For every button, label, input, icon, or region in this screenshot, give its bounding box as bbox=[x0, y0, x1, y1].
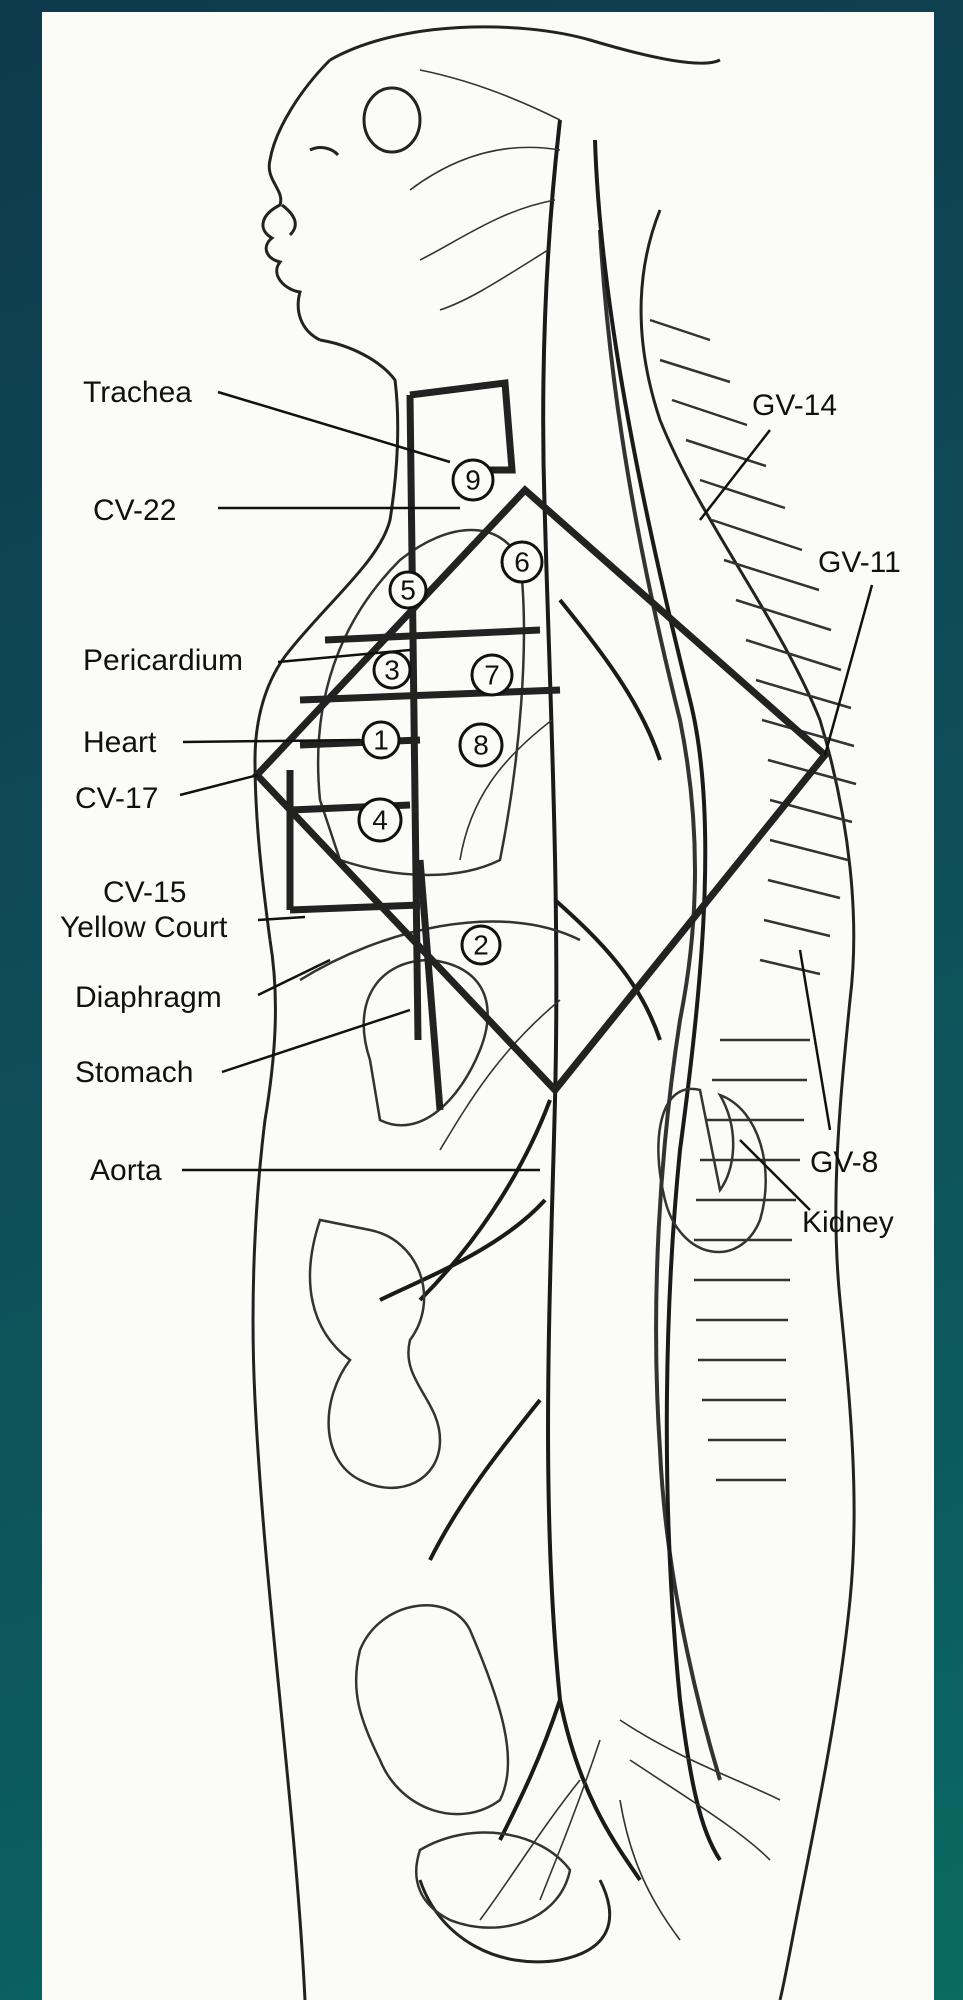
region-number-3: 3 bbox=[384, 655, 400, 686]
intestine-outline bbox=[310, 1220, 440, 1488]
region-number-9: 9 bbox=[465, 465, 481, 496]
stomach-leader bbox=[222, 1010, 410, 1072]
label-gv14: GV-14 bbox=[752, 389, 837, 422]
region-number-2: 2 bbox=[473, 930, 489, 961]
yellow-court-leader bbox=[258, 917, 305, 920]
region-number-1: 1 bbox=[373, 725, 389, 756]
region-number-7: 7 bbox=[484, 660, 500, 691]
body-outline bbox=[253, 27, 854, 2000]
region-number-8: 8 bbox=[473, 730, 489, 761]
region-number-4: 4 bbox=[372, 805, 388, 836]
label-gv8: GV-8 bbox=[810, 1146, 878, 1179]
label-pericardium: Pericardium bbox=[83, 644, 243, 677]
diamond-frame bbox=[257, 490, 825, 1090]
label-kidney: Kidney bbox=[802, 1206, 894, 1239]
gv14-leader bbox=[700, 430, 770, 520]
label-gv11: GV-11 bbox=[818, 546, 901, 579]
diaphragm-leader bbox=[258, 960, 330, 995]
label-heart: Heart bbox=[83, 726, 157, 759]
region-number-5: 5 bbox=[400, 575, 416, 606]
label-trachea: Trachea bbox=[83, 376, 192, 409]
label-cv15: CV-15 bbox=[103, 876, 186, 909]
nerve-branches bbox=[410, 70, 780, 1940]
label-cv22: CV-22 bbox=[93, 494, 176, 527]
label-stomach: Stomach bbox=[75, 1056, 193, 1089]
gv11-leader bbox=[825, 585, 872, 755]
region-markers bbox=[359, 460, 542, 964]
label-diaphragm: Diaphragm bbox=[75, 981, 222, 1014]
region-number-6: 6 bbox=[514, 547, 530, 578]
label-aorta: Aorta bbox=[90, 1154, 162, 1187]
label-yellow-court: Yellow Court bbox=[60, 911, 228, 944]
stomach-outline bbox=[364, 960, 488, 1125]
region-numbers: 9 6 5 3 7 1 8 4 2 bbox=[372, 465, 530, 961]
cv17-leader bbox=[180, 775, 258, 795]
label-cv17: CV-17 bbox=[75, 782, 158, 815]
trachea-leader bbox=[218, 392, 450, 462]
